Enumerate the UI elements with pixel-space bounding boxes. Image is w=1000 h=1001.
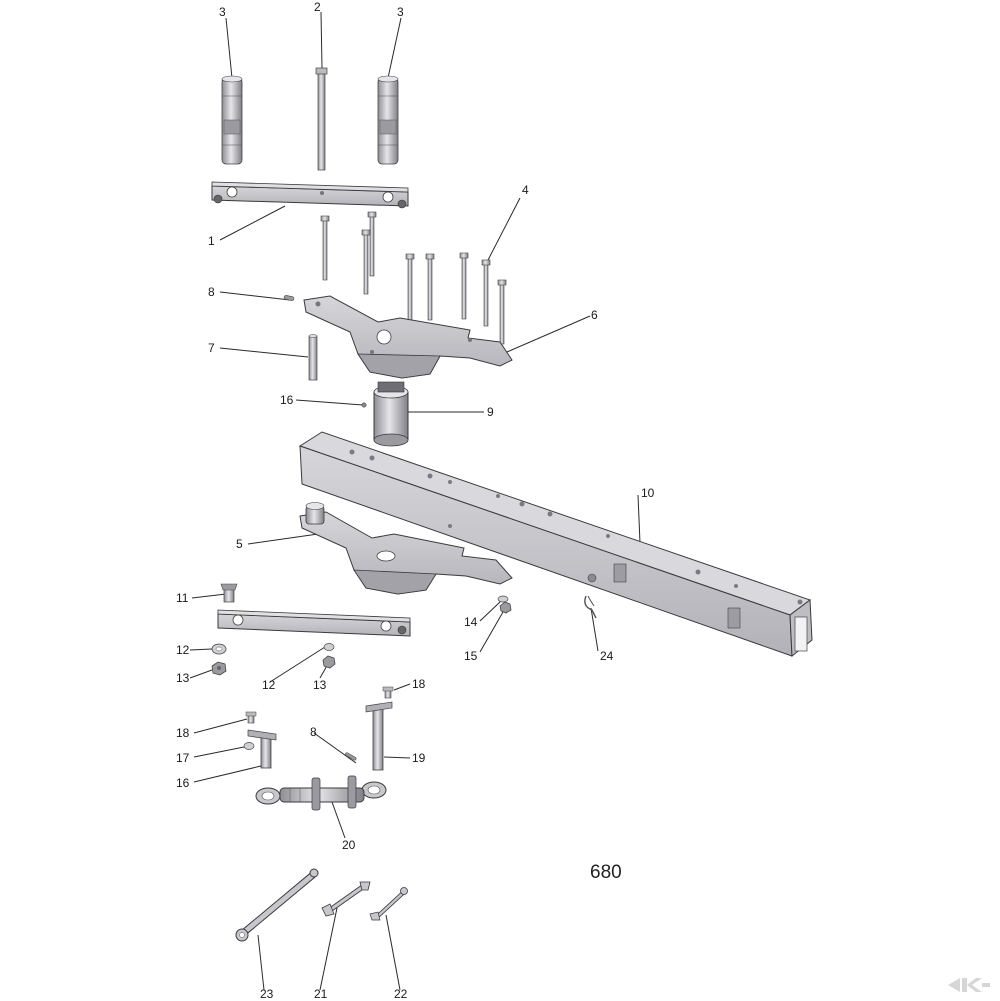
part-5-bracket-plate (299, 502, 513, 595)
part-19-pin (365, 701, 393, 771)
label-part-8-top: 8 (208, 285, 215, 299)
label-part-3-right: 3 (397, 5, 404, 19)
part-14-washer (497, 595, 509, 603)
label-part-16-top: 16 (280, 393, 294, 407)
label-part-5: 5 (236, 537, 243, 551)
part-21-wrench (321, 881, 371, 917)
label-part-8-bottom: 8 (310, 725, 317, 739)
part-4-bolts (320, 211, 507, 345)
part-13-nut-right (322, 655, 336, 669)
label-part-18-right: 18 (412, 677, 426, 691)
label-part-6: 6 (591, 308, 598, 322)
label-part-19: 19 (412, 751, 426, 765)
label-part-22: 22 (394, 987, 408, 1001)
label-part-10: 10 (641, 486, 655, 500)
part-2-long-rod (315, 67, 328, 171)
part-20-turnbuckle (255, 775, 387, 811)
label-part-18-left: 18 (176, 726, 190, 740)
label-part-2: 2 (314, 0, 321, 14)
part-16-small-pin (361, 402, 367, 408)
label-part-7: 7 (208, 341, 215, 355)
label-part-14: 14 (464, 615, 478, 629)
label-part-20: 20 (342, 838, 356, 852)
part-3-roller-left (221, 75, 243, 165)
part-7-pin (308, 334, 318, 381)
label-part-9: 9 (487, 405, 494, 419)
part-13-nut-left (211, 661, 227, 676)
part-9-bushing (373, 381, 409, 447)
part-1-upper-bar (211, 181, 409, 209)
part-12-washer-left (211, 643, 227, 655)
label-part-16-bottom: 16 (176, 776, 190, 790)
part-17-washer (243, 742, 255, 750)
label-part-15: 15 (464, 649, 478, 663)
label-part-12-right: 12 (262, 678, 276, 692)
part-18-bolt-right (382, 686, 394, 699)
label-part-1: 1 (208, 234, 215, 248)
part-10-main-beam (298, 431, 813, 658)
label-part-3-left: 3 (219, 5, 226, 19)
part-8-pin-top (283, 295, 295, 301)
part-11-bolt (220, 583, 238, 603)
part-24-cotter-pin (584, 595, 597, 619)
label-part-23: 23 (260, 987, 274, 1001)
part-16-pin (247, 729, 277, 769)
part-23-wrench (235, 868, 319, 942)
part-18-bolt-left (245, 711, 257, 724)
label-part-13-right: 13 (313, 678, 327, 692)
part-22-wrench (369, 887, 408, 921)
label-part-11: 11 (176, 591, 189, 605)
label-part-21: 21 (314, 987, 328, 1001)
leader-lines (189, 11, 641, 991)
label-part-17: 17 (176, 751, 190, 765)
part-12-washer-right (323, 643, 335, 651)
lower-bar (217, 609, 411, 637)
label-part-12-left: 12 (176, 643, 190, 657)
brand-logo-icon (946, 978, 990, 992)
part-15-nut (499, 601, 512, 614)
part-3-roller-right (377, 75, 399, 165)
part-6-bracket-plate (303, 295, 513, 379)
label-part-13-left: 13 (176, 671, 190, 685)
label-part-24: 24 (600, 649, 614, 663)
drawing-number: 680 (590, 862, 622, 883)
part-8-pin-bottom (345, 752, 357, 761)
label-part-4: 4 (522, 183, 529, 197)
